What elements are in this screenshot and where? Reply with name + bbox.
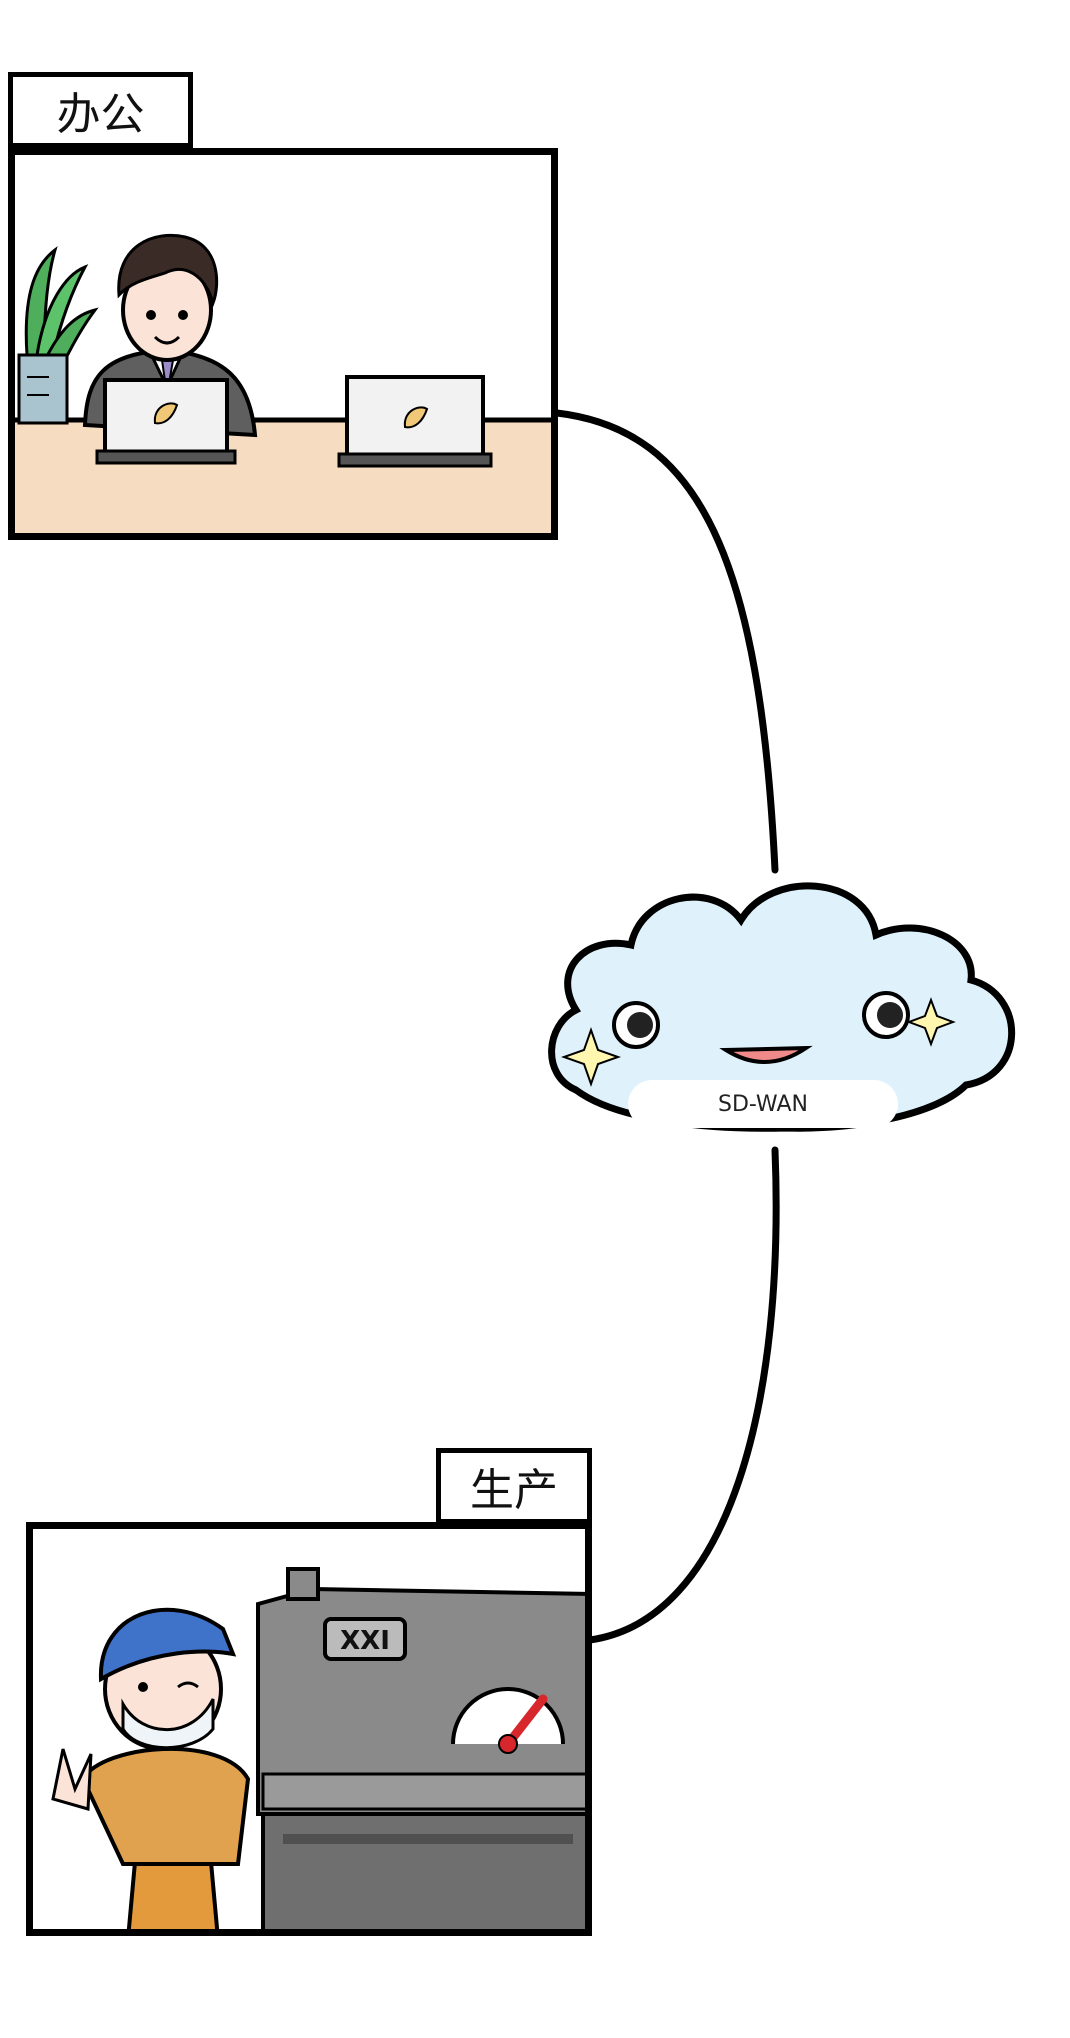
laptop-icon bbox=[95, 378, 237, 465]
plant-icon bbox=[17, 246, 99, 425]
production-scene: XXI bbox=[51, 1567, 585, 1929]
laptop-icon bbox=[337, 375, 493, 468]
office-to-cloud-link bbox=[553, 409, 779, 874]
office-scene bbox=[15, 233, 551, 533]
sdwan-cloud bbox=[548, 882, 1016, 1132]
cloud-to-production-link bbox=[586, 1146, 780, 1644]
office-label: 办公 bbox=[8, 72, 193, 148]
office-panel bbox=[8, 148, 558, 540]
production-label: 生产 bbox=[436, 1448, 592, 1524]
cloud-face bbox=[560, 991, 956, 1088]
sdwan-label: SD-WAN bbox=[717, 1091, 808, 1117]
factory-worker bbox=[51, 1607, 251, 1929]
cloud-label-bar bbox=[628, 1080, 898, 1128]
machine bbox=[256, 1567, 585, 1929]
office-worker bbox=[82, 233, 258, 438]
machine-plate-text: XXI bbox=[340, 1626, 390, 1656]
production-panel: XXI bbox=[26, 1522, 592, 1936]
